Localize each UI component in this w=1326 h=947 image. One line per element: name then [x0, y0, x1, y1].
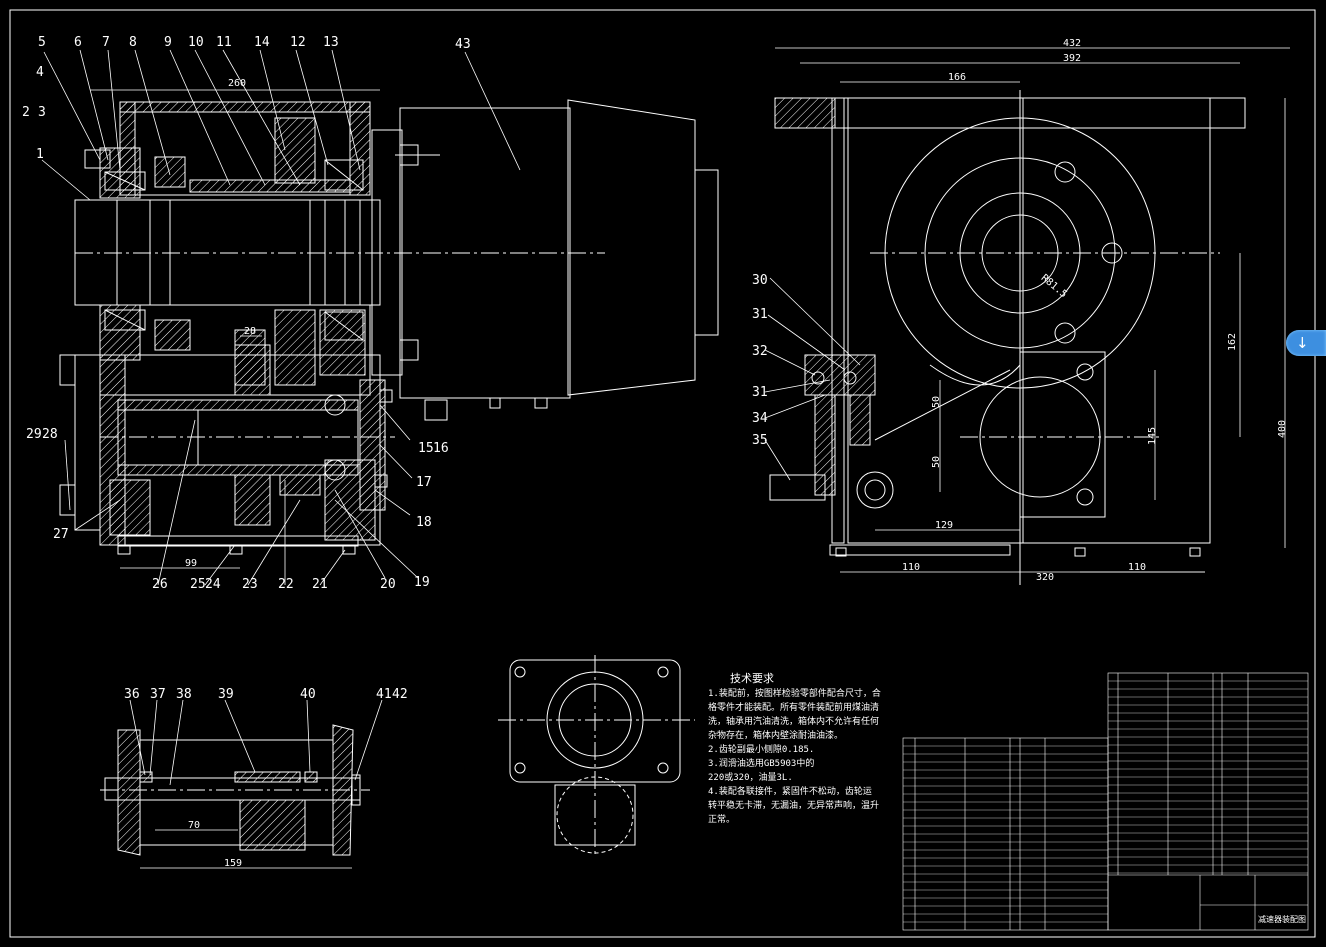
- dim-129: 129: [935, 520, 953, 531]
- balloon-15: 15: [418, 441, 434, 456]
- drawing-frame: [9, 9, 1316, 938]
- tech-req-line: 2.齿轮副最小侧隙0.185.: [708, 743, 814, 755]
- balloon-24: 24: [205, 577, 221, 592]
- balloon-40: 40: [300, 687, 316, 702]
- dim-392: 392: [1063, 53, 1081, 64]
- title-block-title: 减速器装配图: [1258, 914, 1306, 924]
- tech-req-line: 220或320，油量3L.: [708, 771, 793, 783]
- top-view: [498, 655, 695, 855]
- dim-432: 432: [1063, 38, 1081, 49]
- balloon-42: 42: [392, 687, 408, 702]
- scroll-down-button[interactable]: ↓: [1286, 330, 1326, 356]
- dim-110b: 110: [1128, 562, 1146, 573]
- dim-99: 99: [185, 558, 197, 569]
- technical-requirements: 技术要求 1.装配前，按图样检验零部件配合尺寸，合 格零件才能装配。所有零件装配…: [708, 672, 881, 825]
- balloon-13: 13: [323, 35, 339, 50]
- side-view: [769, 90, 1246, 585]
- balloon-35: 35: [752, 433, 768, 448]
- parts-list-rows: [903, 680, 1308, 923]
- tech-req-title: 技术要求: [730, 672, 774, 685]
- balloon-30: 30: [752, 273, 768, 288]
- dimension-lines: [90, 47, 1290, 869]
- balloon-25: 25: [190, 577, 206, 592]
- tech-req-line: 格零件才能装配。所有零件装配前用煤油清: [708, 701, 879, 713]
- dim-110a: 110: [902, 562, 920, 573]
- balloon-2: 2: [22, 105, 30, 120]
- balloon-28: 28: [42, 427, 58, 442]
- dim-400: 400: [1277, 420, 1288, 438]
- balloon-27: 27: [53, 527, 69, 542]
- dim-70: 70: [188, 820, 200, 831]
- balloon-31b: 31: [752, 385, 768, 400]
- balloon-26: 26: [152, 577, 168, 592]
- balloon-17: 17: [416, 475, 432, 490]
- dim-r81: R81.5: [1039, 273, 1069, 301]
- balloon-22: 22: [278, 577, 294, 592]
- balloon-20: 20: [380, 577, 396, 592]
- balloon-29: 29: [26, 427, 42, 442]
- tech-req-line: 4.装配各联接件，紧固件不松动，齿轮运: [708, 785, 872, 797]
- tech-req-line: 洗，轴承用汽油清洗，箱体内不允许有任何: [708, 715, 879, 727]
- part-balloons: 5 6 7 8 9 10 11 14 12 13 43 4 2 3 1 29 2…: [22, 35, 768, 702]
- arrow-down-icon: ↓: [1296, 334, 1309, 352]
- dim-50a: 50: [931, 396, 942, 408]
- balloon-32: 32: [752, 344, 768, 359]
- parts-list: [902, 672, 1309, 931]
- balloon-5: 5: [38, 35, 46, 50]
- tech-req-line: 1.装配前，按图样检验零部件配合尺寸，合: [708, 687, 881, 699]
- balloon-37: 37: [150, 687, 166, 702]
- dim-145: 145: [1147, 427, 1158, 445]
- balloon-36: 36: [124, 687, 140, 702]
- balloon-11: 11: [216, 35, 232, 50]
- balloon-39: 39: [218, 687, 234, 702]
- dim-166: 166: [948, 72, 966, 83]
- dim-260: 260: [228, 78, 246, 89]
- balloon-23: 23: [242, 577, 258, 592]
- balloon-31a: 31: [752, 307, 768, 322]
- balloon-41: 41: [376, 687, 392, 702]
- dim-162: 162: [1227, 333, 1238, 351]
- balloon-9: 9: [164, 35, 172, 50]
- dim-28: 28: [244, 326, 256, 337]
- balloon-19: 19: [414, 575, 430, 590]
- title-block-text: 减速器装配图: [1258, 914, 1306, 924]
- balloon-10: 10: [188, 35, 204, 50]
- balloon-18: 18: [416, 515, 432, 530]
- tech-req-line: 杂物存在，箱体内壁涂耐油油漆。: [708, 729, 843, 741]
- balloon-34: 34: [752, 411, 768, 426]
- balloon-16: 16: [433, 441, 449, 456]
- balloon-7: 7: [102, 35, 110, 50]
- balloon-8: 8: [129, 35, 137, 50]
- dim-50b: 50: [931, 456, 942, 468]
- balloon-4: 4: [36, 65, 44, 80]
- balloon-6: 6: [74, 35, 82, 50]
- tech-req-line: 3.润滑油选用GB5903中的: [708, 757, 814, 769]
- leader-lines: [41, 49, 861, 786]
- balloon-43: 43: [455, 37, 471, 52]
- detail-view: [100, 724, 370, 856]
- balloon-14: 14: [254, 35, 270, 50]
- balloon-21: 21: [312, 577, 328, 592]
- balloon-1: 1: [36, 147, 44, 162]
- tech-req-line: 转平稳无卡滞，无漏油，无异常声响，温升: [708, 799, 879, 811]
- dim-159: 159: [224, 858, 242, 869]
- balloon-3: 3: [38, 105, 46, 120]
- tech-req-line: 正常。: [708, 813, 735, 825]
- balloon-38: 38: [176, 687, 192, 702]
- balloon-12: 12: [290, 35, 306, 50]
- main-section-view: [59, 99, 719, 555]
- dim-320: 320: [1036, 572, 1054, 583]
